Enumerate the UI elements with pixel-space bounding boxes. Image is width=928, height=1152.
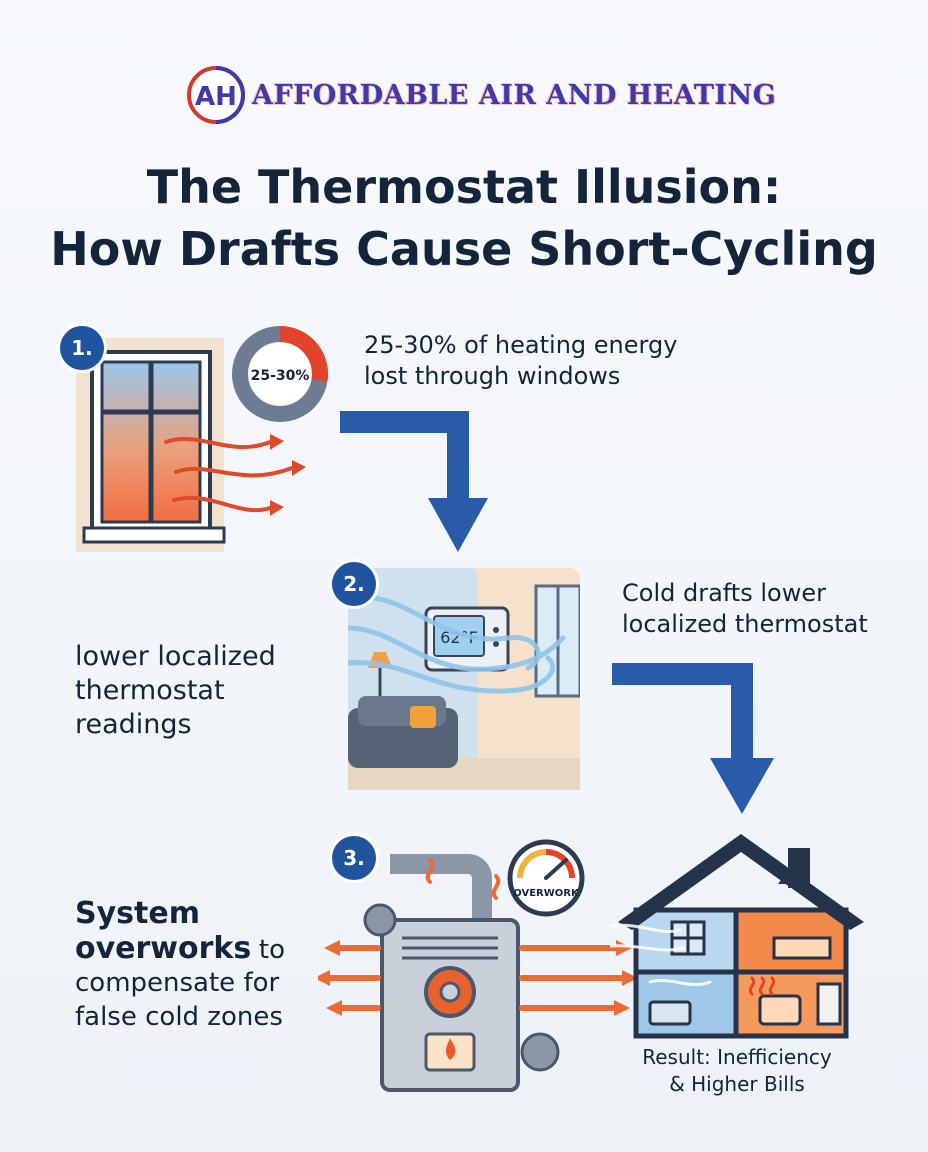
svg-text:AH: AH xyxy=(195,82,237,112)
step-1-text: 25-30% of heating energy lost through wi… xyxy=(364,330,677,392)
step-3-badge: 3. xyxy=(332,836,376,880)
step-3-line2-bold: overworks xyxy=(75,931,252,966)
step-3-text: System overworks to compensate for false… xyxy=(75,896,285,1034)
page-title-line1: The Thermostat Illusion: xyxy=(146,160,782,214)
gauge-label: OVERWORK xyxy=(513,888,580,899)
step-2-right-text: Cold drafts lower localized thermostat xyxy=(622,578,868,640)
step-2-left-line1: lower localized xyxy=(75,641,276,672)
step-2-right-line2: localized thermostat xyxy=(622,610,868,638)
step-2-badge: 2. xyxy=(332,562,376,606)
page-title-line2: How Drafts Cause Short-Cycling xyxy=(50,222,878,276)
step-1-line2: lost through windows xyxy=(364,362,621,390)
step-2-left-line2: thermostat xyxy=(75,675,225,706)
result-line1: Result: Inefficiency xyxy=(642,1045,832,1069)
step-3-line1: System xyxy=(75,896,200,931)
living-room-draft-icon: 62°F xyxy=(348,568,580,790)
result-text: Result: Inefficiency & Higher Bills xyxy=(606,1044,868,1098)
furnace-icon xyxy=(318,854,638,1092)
flow-arrow-1-icon xyxy=(340,411,488,552)
house-cutaway-icon xyxy=(610,834,864,1039)
logo-monogram-icon: AH xyxy=(187,66,245,124)
logo: AH xyxy=(183,64,753,126)
brand-name: AFFORDABLE AIR AND HEATING xyxy=(252,80,777,111)
step-1-line1: 25-30% of heating energy xyxy=(364,331,678,359)
flow-arrow-2-icon xyxy=(612,663,774,814)
step-2-left-text: lower localized thermostat readings xyxy=(75,640,276,742)
step-2-left-line3: readings xyxy=(75,709,192,740)
energy-loss-donut: 25-30% xyxy=(232,326,328,422)
step-2-right-line1: Cold drafts lower xyxy=(622,579,826,607)
donut-label: 25-30% xyxy=(251,368,310,384)
step-3-line4: false cold zones xyxy=(75,1002,283,1032)
step-3-line3: compensate for xyxy=(75,968,280,998)
result-line2: & Higher Bills xyxy=(669,1072,805,1096)
overwork-gauge-icon: OVERWORK xyxy=(507,839,585,917)
step-1-badge: 1. xyxy=(60,326,104,370)
drafty-window-icon xyxy=(76,338,306,552)
step-3-line2-tail: to xyxy=(258,935,285,965)
